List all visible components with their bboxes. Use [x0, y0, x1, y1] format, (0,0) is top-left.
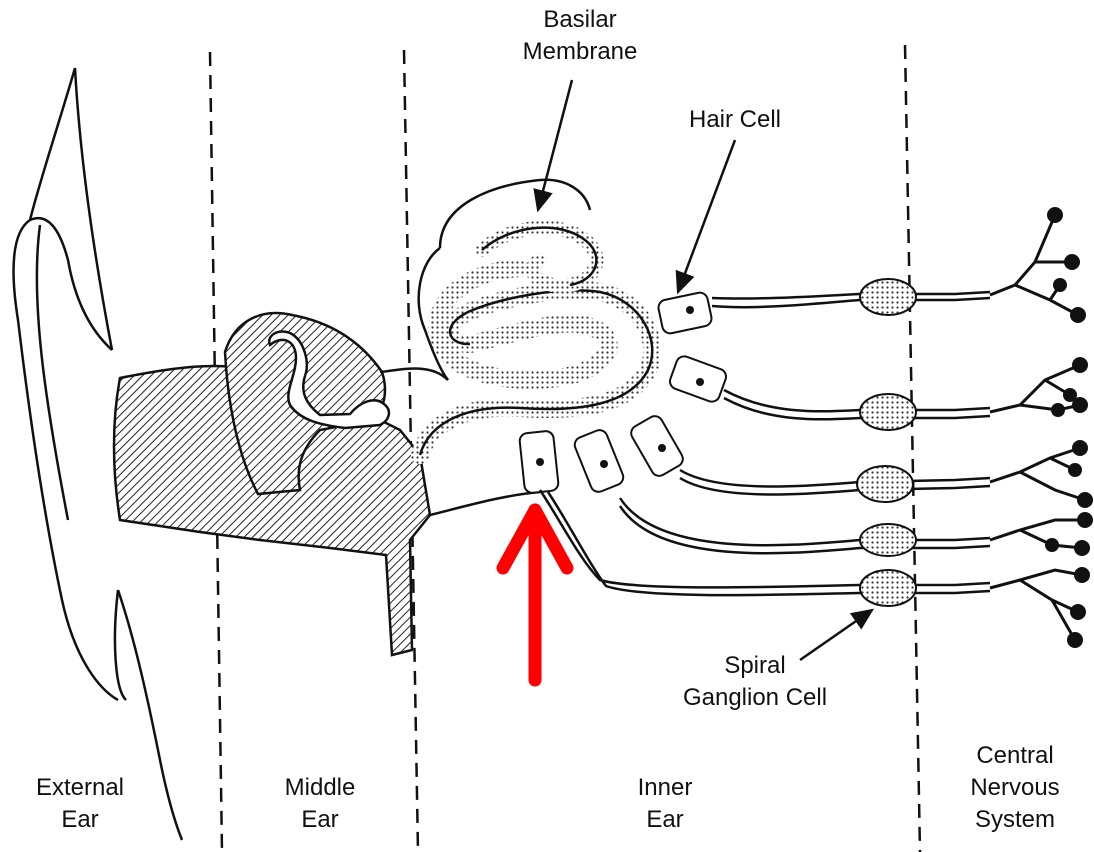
region-label-middle-ear: Middle Ear: [240, 772, 400, 836]
cns-synapse-dots: [1045, 207, 1093, 648]
cochlea-spiral: [380, 180, 652, 455]
eustachian-tube: [430, 492, 540, 515]
hair-cell-pointer: [678, 140, 735, 292]
spiral-ganglion-cell: [860, 279, 916, 315]
spiral-ganglion-cell: [860, 394, 916, 430]
label-line: Middle: [240, 772, 400, 804]
spiral-ganglion-cell: [860, 570, 916, 606]
spiral-ganglion-cell-label: Spiral Ganglion Cell: [660, 650, 850, 714]
divider-inner-cns: [905, 45, 920, 852]
basilar-membrane-label: Basilar Membrane: [490, 4, 670, 68]
label-line: Ear: [0, 804, 160, 836]
spiral-ganglion-cell: [857, 466, 913, 502]
label-line: Ganglion Cell: [660, 682, 850, 714]
label-line: Ear: [585, 804, 745, 836]
label-line: System: [940, 804, 1090, 836]
label-line: Basilar: [490, 4, 670, 36]
region-label-inner-ear: Inner Ear: [585, 772, 745, 836]
spiral-ganglion-cells: [857, 279, 916, 606]
region-label-external-ear: External Ear: [0, 772, 160, 836]
label-line: Inner: [585, 772, 745, 804]
hair-cell: [628, 413, 685, 478]
label-line: External: [0, 772, 160, 804]
hair-cell: [657, 291, 713, 335]
label-line: Membrane: [490, 36, 670, 68]
label-line: Spiral: [660, 650, 850, 682]
hair-cell-label: Hair Cell: [660, 104, 810, 136]
cns-neuron-terminals: [990, 215, 1085, 640]
red-highlight-arrow: [503, 510, 567, 680]
label-line: Central: [940, 740, 1090, 772]
label-line: Ear: [240, 804, 400, 836]
label-line: Hair Cell: [660, 104, 810, 136]
hair-cell: [572, 428, 625, 495]
label-line: Nervous: [940, 772, 1090, 804]
spiral-ganglion-cell: [860, 524, 916, 556]
basilar-membrane-pointer: [538, 80, 572, 210]
region-label-central-nervous-system: Central Nervous System: [940, 740, 1090, 836]
